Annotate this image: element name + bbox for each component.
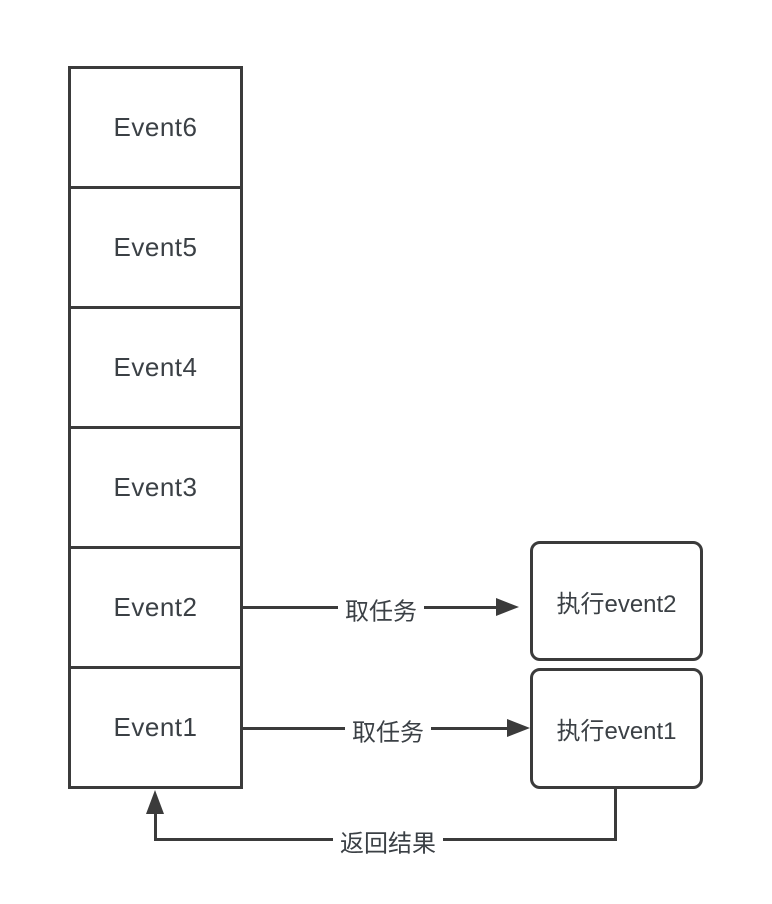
take-task-arrow2-arrowhead-icon xyxy=(496,598,519,616)
queue-cell-label: Event4 xyxy=(113,352,198,382)
return-result-up-segment xyxy=(154,812,157,841)
queue-cell-label: Event5 xyxy=(113,232,198,262)
queue-cell-event4: Event4 xyxy=(71,309,240,429)
exec-event1-label: 执行event1 xyxy=(556,718,677,745)
exec-event2-box: 执行event2 xyxy=(530,541,703,661)
exec-event2-label: 执行event2 xyxy=(556,590,677,618)
return-result-arrowhead-icon xyxy=(146,790,164,814)
queue-cell-event1: Event1 xyxy=(71,669,240,786)
take-task-arrow1-label: 取任务 xyxy=(345,712,431,748)
return-result-down-segment xyxy=(614,789,617,841)
queue-cell-label: Event1 xyxy=(113,712,198,742)
queue-cell-label: Event6 xyxy=(113,112,198,142)
queue-cell-event3: Event3 xyxy=(71,429,240,549)
take-task-arrow1-arrowhead-icon xyxy=(507,719,530,737)
return-result-label: 返回结果 xyxy=(333,823,443,859)
queue-cell-label: Event2 xyxy=(113,592,198,622)
exec-event1-box: 执行event1 xyxy=(530,668,703,789)
queue-cell-event6: Event6 xyxy=(71,69,240,189)
queue-cell-event2: Event2 xyxy=(71,549,240,669)
queue-cell-label: Event3 xyxy=(113,472,198,502)
queue-cell-event5: Event5 xyxy=(71,189,240,309)
take-task-arrow2-label: 取任务 xyxy=(338,591,424,627)
event-queue: Event6 Event5 Event4 Event3 Event2 Event… xyxy=(68,66,243,789)
